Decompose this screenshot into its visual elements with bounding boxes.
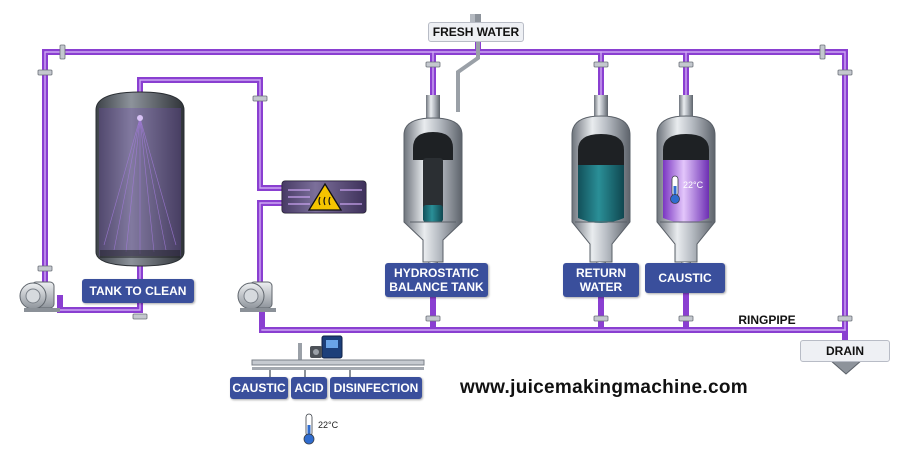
dosing-pump-icon xyxy=(310,335,343,359)
return-water-tank xyxy=(571,95,631,290)
temperature-bottom-label: 22°C xyxy=(318,420,339,430)
ringpipe-label: RINGPIPE xyxy=(738,313,796,327)
return-water-label: RETURN WATER xyxy=(563,263,639,297)
hydrostatic-balance-tank-label: HYDROSTATIC BALANCE TANK xyxy=(385,263,488,297)
hydrostatic-balance-tank xyxy=(403,95,463,290)
chem-acid-label: ACID xyxy=(291,377,327,399)
chem-caustic-label: CAUSTIC xyxy=(230,377,288,399)
drain-label: DRAIN xyxy=(800,340,890,362)
chem-disinfection-label: DISINFECTION xyxy=(330,377,422,399)
heater-warning-icon xyxy=(281,180,367,214)
pipe-clamps xyxy=(37,44,853,322)
thermometer-icon xyxy=(303,413,315,445)
hydrostatic-label-line1: HYDROSTATIC xyxy=(394,266,479,280)
pipe-network xyxy=(42,37,848,362)
temperature-tank-label: 22°C xyxy=(683,180,704,190)
tank-to-clean-label: TANK TO CLEAN xyxy=(82,279,194,303)
thermometer-icon xyxy=(670,175,680,204)
pump-icon xyxy=(237,281,276,312)
return-water-line2: WATER xyxy=(579,280,623,294)
fresh-water-inlet xyxy=(470,14,481,22)
caustic-tank-label: CAUSTIC xyxy=(645,263,725,293)
tank-to-clean xyxy=(95,91,185,267)
return-water-line1: RETURN xyxy=(576,266,626,280)
website-url: www.juicemakingmachine.com xyxy=(460,377,748,398)
caustic-tank xyxy=(656,95,716,290)
dosing-station xyxy=(251,335,425,380)
fresh-water-label: FRESH WATER xyxy=(428,22,524,42)
hydrostatic-label-line2: BALANCE TANK xyxy=(389,280,484,294)
pump-icon xyxy=(19,281,60,312)
